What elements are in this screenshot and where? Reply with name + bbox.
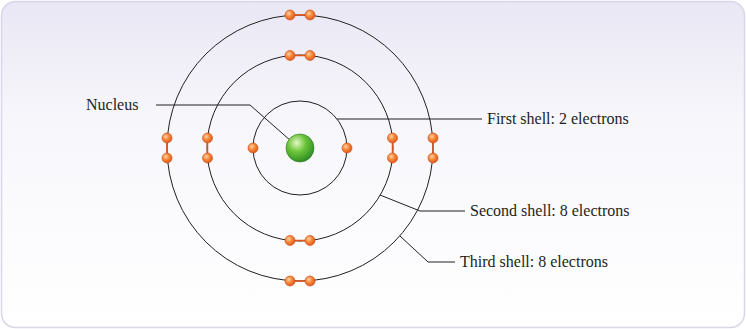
second-shell-orbit [207,55,393,241]
shell-label: Third shell: 8 electrons [460,253,608,271]
nucleus-sphere [286,134,314,162]
shell-orbits [167,15,433,281]
shell-label: Second shell: 8 electrons [470,202,630,220]
first-shell-orbit [253,101,347,195]
electron-pair-links [167,15,433,281]
shell-label: First shell: 2 electrons [487,110,629,128]
nucleus-leader [156,105,291,141]
third-shell-leader [400,236,455,262]
leader-lines [156,105,482,262]
second-shell-leader [380,195,465,211]
third-shell-orbit [167,15,433,281]
electrons [162,10,438,286]
part-label: Nucleus [86,96,138,114]
first-shell-leader [337,119,482,120]
